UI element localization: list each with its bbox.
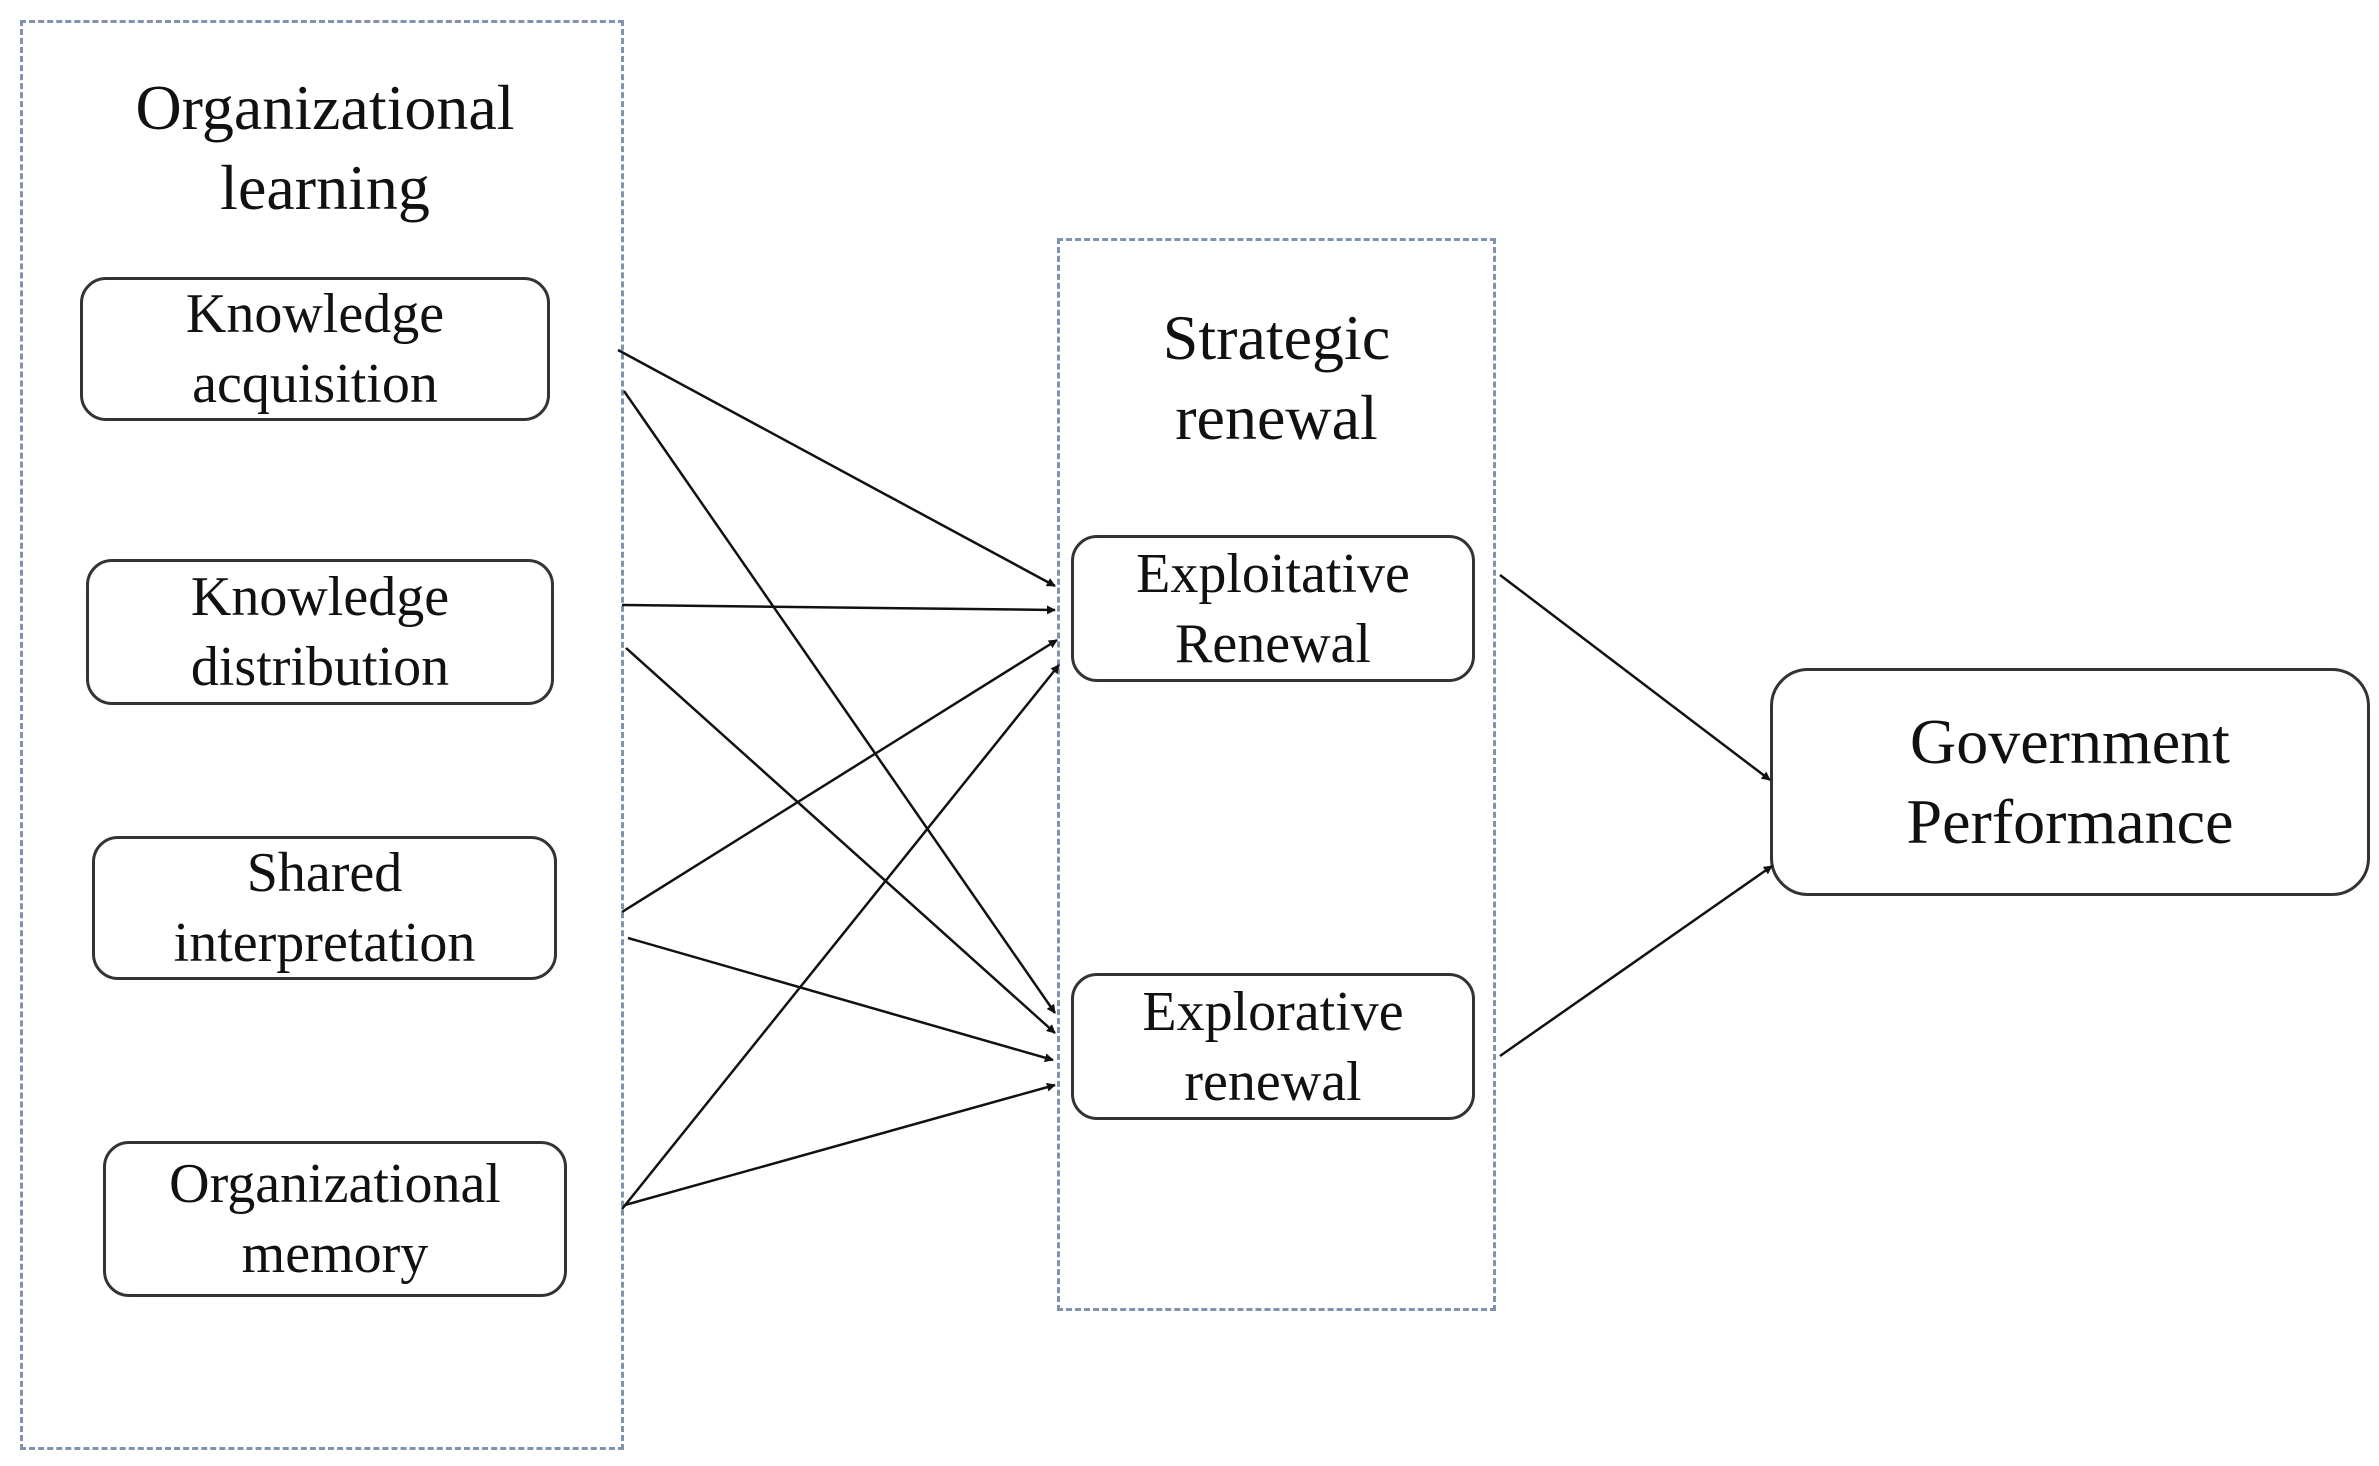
explorative-renewal-node: Explorative renewal xyxy=(1071,973,1475,1120)
arrow-knowledge-distribution-to-explorative-renewal xyxy=(625,647,1056,1034)
arrow-shared-interpretation-to-explorative-renewal xyxy=(627,936,1054,1063)
knowledge-acquisition-node: Knowledge acquisition xyxy=(80,277,550,421)
arrow-knowledge-acquisition-to-explorative-renewal xyxy=(622,390,1057,1014)
arrow-knowledge-acquisition-to-exploitative-renewal xyxy=(617,348,1056,588)
arrow-shared-interpretation-to-exploitative-renewal xyxy=(621,638,1058,914)
arrow-exploitative-renewal-to-government-performance xyxy=(1499,574,1771,781)
arrow-explorative-renewal-to-government-performance xyxy=(1499,864,1773,1058)
strategic-renewal-title: Strategic renewal xyxy=(1162,302,1391,453)
organizational-learning-title: Organizational learning xyxy=(135,72,515,223)
knowledge-distribution-node: Knowledge distribution xyxy=(86,559,554,705)
shared-interpretation-node: Shared interpretation xyxy=(92,836,557,980)
arrow-knowledge-distribution-to-exploitative-renewal xyxy=(621,603,1056,615)
organizational-memory-node: Organizational memory xyxy=(103,1141,567,1297)
arrow-organizational-memory-to-exploitative-renewal xyxy=(621,664,1060,1210)
arrow-organizational-memory-to-explorative-renewal xyxy=(624,1082,1056,1207)
government-performance-node: Government Performance xyxy=(1770,668,2370,896)
exploitative-renewal-node: Exploitative Renewal xyxy=(1071,535,1475,682)
